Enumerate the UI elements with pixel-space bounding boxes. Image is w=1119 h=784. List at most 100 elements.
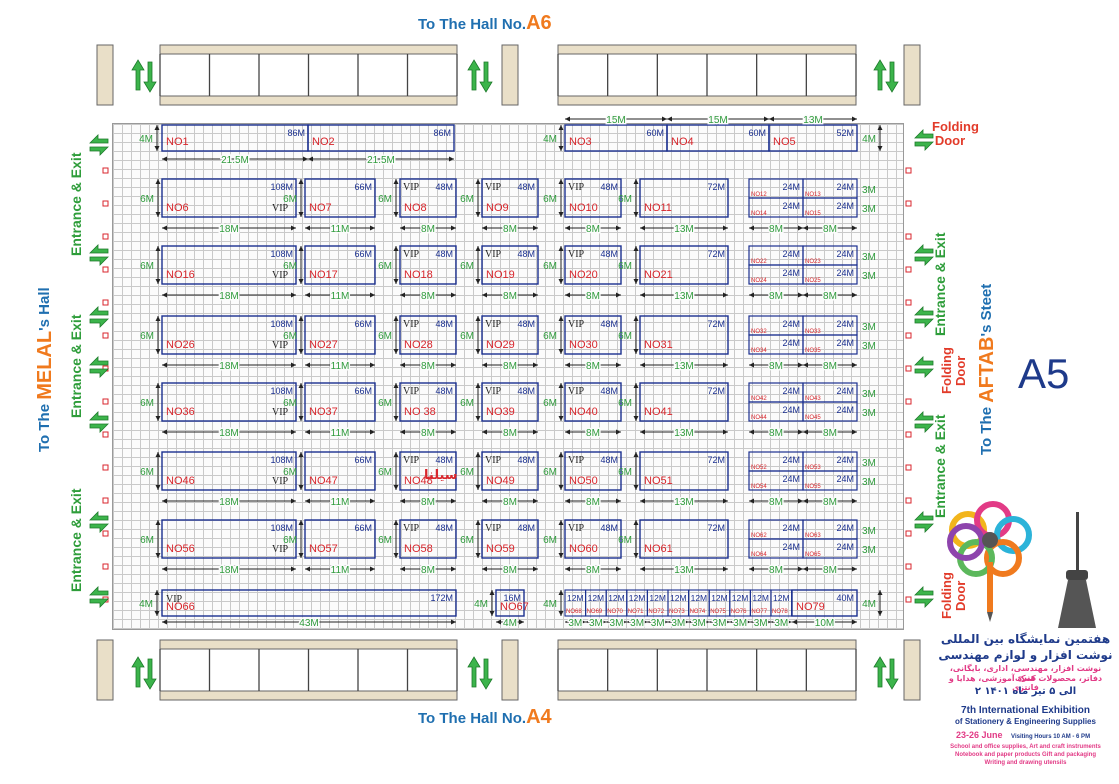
booth-no26-width-label: 18M <box>219 361 238 372</box>
folding-door-mid: Folding Door <box>939 347 968 395</box>
booth-no39-height-arrow-top <box>475 383 481 388</box>
booth-no61-height-label: 6M <box>618 535 632 546</box>
booth-no31-area: 72M <box>707 319 725 329</box>
wall-bottom-left-bottom <box>159 690 458 701</box>
entrance-arrow-right-4-head-a <box>914 411 934 421</box>
booth-no36-height-arrow-top <box>155 383 161 388</box>
booth-no10-height-arrow-bottom <box>558 212 564 217</box>
booth-no10-vip: VIP <box>568 182 585 193</box>
booth-no58-width-arrow-left <box>400 566 405 572</box>
booth-no71-number: NO71 <box>628 609 644 615</box>
booth-no43-area: 24M <box>836 386 854 396</box>
booth-no11-area: 72M <box>707 182 725 192</box>
booth-no49-width-label: 8M <box>503 497 517 508</box>
small-width-a-2-arrow-right <box>798 362 803 368</box>
wall-marker-right-9 <box>905 464 912 471</box>
booth-no30-height-arrow-top <box>558 316 564 321</box>
booth-no60-height-arrow-bottom <box>558 553 564 558</box>
booth-no57-height-arrow-bottom <box>298 553 304 558</box>
booth-no47 <box>304 451 376 491</box>
booth-no36-width-arrow-right <box>291 429 296 435</box>
booth-no19-width-arrow-left <box>482 292 487 298</box>
dim-top-w5-arrow-left <box>769 116 774 122</box>
booth-no18-width-arrow-left <box>400 292 405 298</box>
booth-no7 <box>304 178 376 218</box>
booth-no68-width-arrow-right <box>580 619 586 625</box>
updown-arrow-3 <box>131 656 157 690</box>
booth-no46-width-arrow-right <box>291 498 296 504</box>
booth-no67-height-label: 4M <box>474 599 488 610</box>
wall-top-left-bottom <box>159 95 458 106</box>
updown-arrow-5-down <box>885 658 899 690</box>
booth-no67-height-arrow-bottom <box>489 611 495 616</box>
wall-marker-right-2 <box>905 233 912 240</box>
booth-no23-area: 24M <box>836 249 854 259</box>
booth-no56-height-arrow-top <box>155 520 161 525</box>
booth-no50-vip: VIP <box>568 455 585 466</box>
wall-marker-right-10 <box>905 497 912 504</box>
booth-no15 <box>802 197 858 218</box>
entrance-arrow-right-5-head-b <box>914 523 934 533</box>
booth-no66-width-arrow-right <box>451 619 456 625</box>
booth-no47-number: NO47 <box>309 475 338 487</box>
updown-arrow-3-up <box>131 656 145 688</box>
booth-no25-area: 24M <box>836 268 854 278</box>
booth-no40-vip: VIP <box>568 386 585 397</box>
booth-no52-number: NO52 <box>751 465 767 471</box>
small-height-a-3: 3M <box>862 389 876 400</box>
booth-no67-width-arrow-left <box>496 619 501 625</box>
dim-top-w1-arrow-right <box>303 156 308 162</box>
wall-marker-right-13 <box>905 596 912 603</box>
booth-no48-width-arrow-left <box>400 498 405 504</box>
booth-no38-number: NO 38 <box>404 406 436 418</box>
top-hall-label: To The Hall No.A6 <box>418 12 552 34</box>
booth-no39-width-arrow-right <box>533 429 538 435</box>
wall-marker-left-3 <box>102 266 109 273</box>
booth-no76-width-arrow-right <box>745 619 751 625</box>
booth-no45 <box>802 401 858 422</box>
booth-no16-height-label: 6M <box>140 261 154 272</box>
small-width-a-0-arrow-right <box>798 225 803 231</box>
wall-marker-left-11 <box>102 530 109 537</box>
small-width-b-4-arrow-right <box>852 498 857 504</box>
booth-no19-vip: VIP <box>485 249 502 260</box>
booth-no7-width-arrow-left <box>305 225 310 231</box>
wall-bottom-right-top <box>557 639 857 650</box>
booth-no51-height-arrow-bottom <box>633 485 639 490</box>
booth-no2-area: 86M <box>433 128 451 138</box>
booth-no31-height-arrow-top <box>633 316 639 321</box>
booth-no70-width-label: 3M <box>610 618 624 629</box>
booth-no56-number: NO56 <box>166 543 195 555</box>
booth-no36-number: NO36 <box>166 406 195 418</box>
booth-no46-height-arrow-bottom <box>155 485 161 490</box>
booth-no10-width-label: 8M <box>586 224 600 235</box>
booth-no18-vip: VIP <box>403 249 420 260</box>
updown-arrow-4 <box>467 656 493 690</box>
booth-no41-height-arrow-top <box>633 383 639 388</box>
booth-no29-height-label: 6M <box>460 331 474 342</box>
dim-top-h-left-label: 4M <box>139 134 153 145</box>
booth-no39-width-label: 8M <box>503 428 517 439</box>
booth-no8-height-label: 6M <box>378 194 392 205</box>
booth-no31-number: NO31 <box>644 339 673 351</box>
wall-marker-right-11 <box>905 530 912 537</box>
booth-no66 <box>161 589 457 617</box>
entrance-arrow-right-5 <box>914 511 934 533</box>
small-width-a-4-arrow-right <box>798 498 803 504</box>
booth-no8-width-arrow-left <box>400 225 405 231</box>
booth-no27 <box>304 315 376 355</box>
booth-no59-width-arrow-left <box>482 566 487 572</box>
booth-no51-width-arrow-left <box>640 498 645 504</box>
booth-no9-width-arrow-right <box>533 225 538 231</box>
booth-no59 <box>481 519 539 559</box>
booth-no21-area: 72M <box>707 249 725 259</box>
booth-no75-width-label: 3M <box>713 618 727 629</box>
booth-no22-area: 24M <box>782 249 800 259</box>
booth-no57-number: NO57 <box>309 543 338 555</box>
booth-no31 <box>639 315 729 355</box>
wall-pillar-4 <box>501 639 519 701</box>
booth-no37-width-arrow-right <box>370 429 375 435</box>
booth-no73-number: NO73 <box>669 609 685 615</box>
booth-no18-height-arrow-top <box>393 246 399 251</box>
booth-no70-area: 12M <box>608 593 625 603</box>
